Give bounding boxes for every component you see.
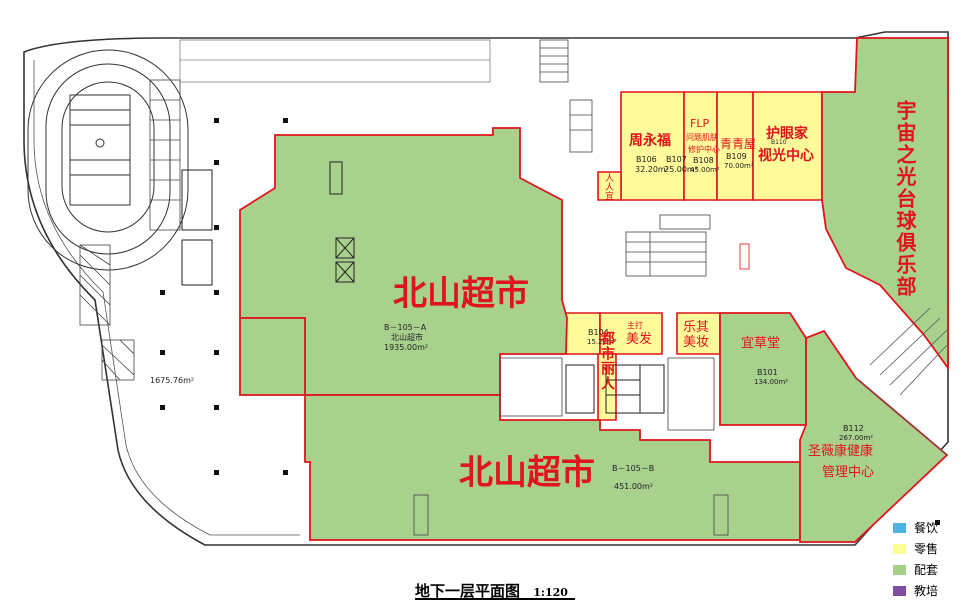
zhouyongfu-label: 周永福 — [629, 133, 671, 149]
legend-item-retail: 零售 — [893, 538, 938, 559]
legend-item-education: 教培 — [893, 580, 938, 601]
b109-area: 70.00m² — [724, 162, 754, 170]
b112-code: B112 — [843, 424, 864, 433]
shiguang-label: 视光中心 — [758, 148, 814, 164]
leqi-label: 乐其 — [683, 320, 710, 335]
flp-sub2-label: 修护中心 — [688, 145, 720, 154]
title-underline — [415, 598, 575, 600]
plan-title-text: 地下一层平面图 — [415, 582, 521, 600]
plan-scale: 1:120 — [533, 586, 568, 599]
shengweikang-label-1: 圣薇康健康 — [808, 444, 874, 459]
renren-label: 人人宜 — [603, 173, 613, 200]
b106-code: B106 — [636, 155, 657, 164]
legend-item-support: 配套 — [893, 559, 938, 580]
meifa-tag-label: 主打 — [627, 321, 643, 330]
b108-area: 45.00m² — [690, 166, 720, 174]
beishan-supermarket-a-label: 北山超市 — [393, 274, 529, 314]
legend-swatch-dining — [893, 522, 906, 533]
b101-area: 134.00m² — [754, 378, 789, 386]
beishan-supermarket-b-label: 北山超市 — [459, 453, 595, 493]
legend-label-support: 配套 — [914, 563, 939, 577]
b105b-area: 451.00m² — [614, 482, 653, 491]
top-parking — [179, 39, 491, 83]
b101-code: B101 — [757, 368, 778, 377]
legend-label-retail: 零售 — [914, 542, 939, 556]
b105a-area: 1935.00m² — [384, 343, 429, 352]
dushi-liren-label: 都市丽人 — [599, 331, 615, 391]
plan-title: 地下一层平面图 1:120 — [415, 580, 568, 601]
retail-units-center — [565, 312, 721, 421]
b105a-use: 北山超市 — [391, 333, 423, 342]
b110-code: B110 — [771, 139, 787, 146]
building-outline — [23, 31, 949, 546]
legend-label-dining: 餐饮 — [914, 521, 939, 535]
legend: 餐饮 零售 配套 教培 — [893, 517, 938, 601]
flp-label: FLP — [690, 117, 710, 130]
shengweikang-label-2: 管理中心 — [822, 465, 875, 480]
b107-area: 25.00m² — [664, 165, 698, 174]
legend-item-dining: 餐饮 — [893, 517, 938, 538]
parking-stalls — [79, 79, 181, 381]
b105b-code: B－105－B — [612, 464, 655, 473]
b112-area: 267.00m² — [839, 434, 874, 442]
circular-ramp — [27, 49, 189, 271]
legend-label-education: 教培 — [914, 584, 939, 598]
b108-code: B108 — [693, 156, 714, 165]
elevator-cores — [181, 161, 665, 414]
legend-swatch-retail — [893, 543, 906, 554]
meifa-label: 美发 — [626, 332, 653, 347]
top-stairs — [539, 39, 593, 153]
huyanjia-label: 护眼家 — [766, 126, 808, 142]
yuzhou-billiards-label: 宇宙之光台球俱乐部 — [893, 100, 917, 298]
retail-units-top — [597, 91, 823, 201]
b106-area: 32.20m² — [635, 165, 669, 174]
parking-area-label: 1675.76m² — [150, 376, 195, 385]
restroom-blocks — [413, 357, 729, 536]
b104-code: B104 — [588, 328, 609, 337]
support-zones — [239, 37, 949, 543]
b109-code: B109 — [726, 152, 747, 161]
legend-swatch-support — [893, 564, 906, 575]
qingqingwu-label: 青青屋 — [720, 137, 757, 151]
b104-area: 15.27m² — [587, 338, 617, 346]
b107-code: B107 — [666, 155, 687, 164]
yicaotang-label: 宜草堂 — [741, 336, 781, 351]
inner-wall-line — [33, 60, 300, 536]
flp-sub1-label: 问题肌肤 — [686, 133, 718, 142]
legend-swatch-education — [893, 585, 906, 596]
meizhuang-label: 美妆 — [683, 335, 710, 350]
b105a-code: B－105－A — [384, 323, 427, 332]
central-escalator — [625, 214, 750, 277]
stair-wedge — [855, 307, 948, 456]
